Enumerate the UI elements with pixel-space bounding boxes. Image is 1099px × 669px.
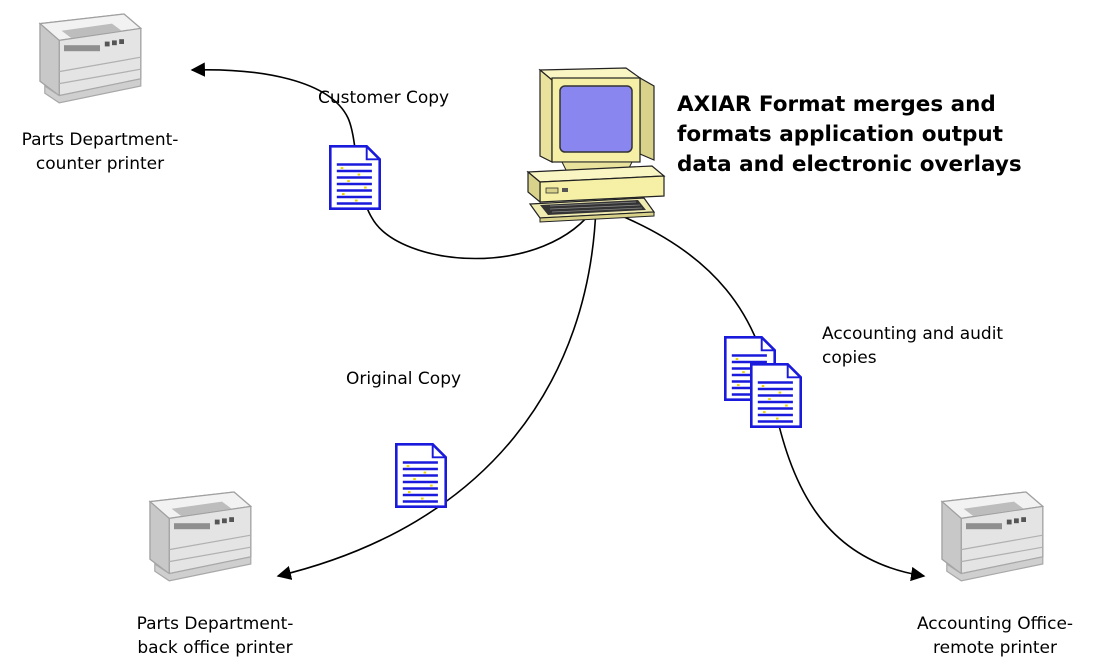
accounting-copies-label: Accounting and audit copies <box>822 324 1004 368</box>
counter-printer-label: Parts Department- counter printer <box>21 130 179 174</box>
remote-printer-label: Accounting Office- remote printer <box>916 614 1074 658</box>
axiar-format-description: AXIAR Format merges and formats applicat… <box>677 90 1022 180</box>
audit-copy-document-icon <box>750 363 802 428</box>
description-line-2: formats application output <box>677 122 1004 147</box>
description-line-3: data and electronic overlays <box>677 152 1022 177</box>
connector-original-copy <box>276 205 597 580</box>
back-office-printer-label: Parts Department- back office printer <box>136 614 294 658</box>
desktop-computer-icon <box>526 67 666 223</box>
counter-printer-icon <box>39 13 142 104</box>
original-copy-label: Original Copy <box>346 369 462 389</box>
customer-copy-label: Customer Copy <box>318 88 450 108</box>
customer-copy-document-icon <box>329 145 381 210</box>
original-copy-document-icon <box>395 443 447 508</box>
remote-printer-icon <box>941 491 1044 582</box>
back-office-printer-icon <box>149 491 252 582</box>
description-line-1: AXIAR Format merges and <box>677 92 996 117</box>
